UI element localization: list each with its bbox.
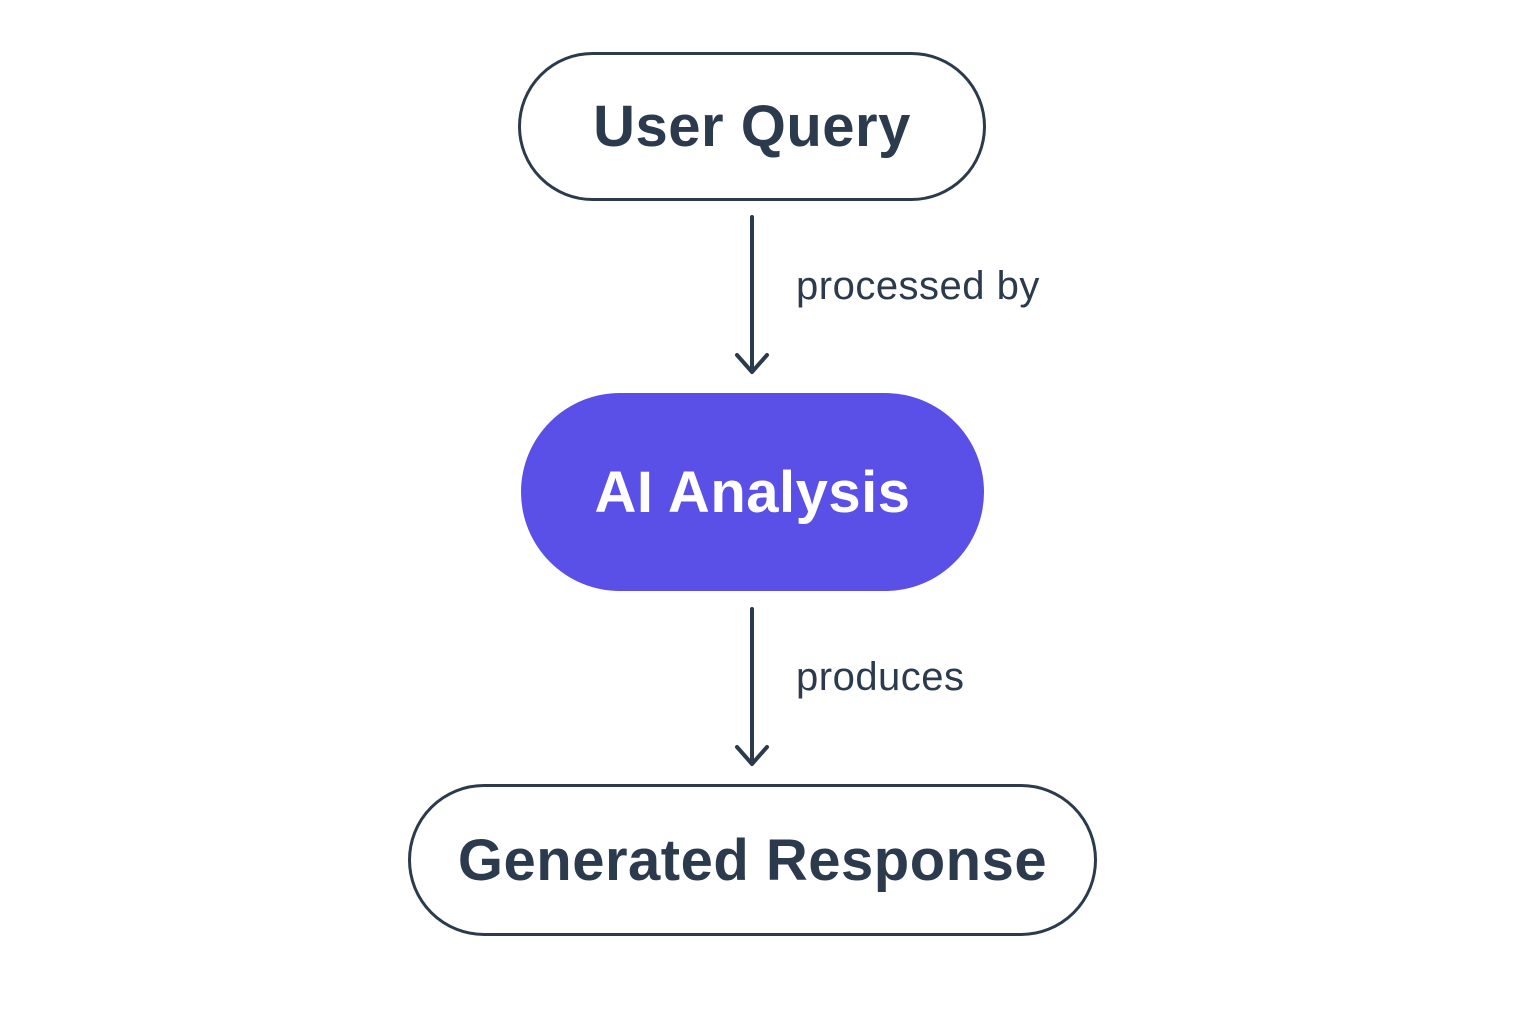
arrow-analysis-to-response xyxy=(735,607,769,766)
node-ai-analysis: AI Analysis xyxy=(521,393,984,591)
edge-label-processed-by: processed by xyxy=(796,264,1040,308)
node-generated-response: Generated Response xyxy=(408,784,1097,936)
arrow-query-to-analysis xyxy=(735,215,769,374)
edge-label-produces: produces xyxy=(796,655,965,699)
node-user-query: User Query xyxy=(518,52,986,201)
